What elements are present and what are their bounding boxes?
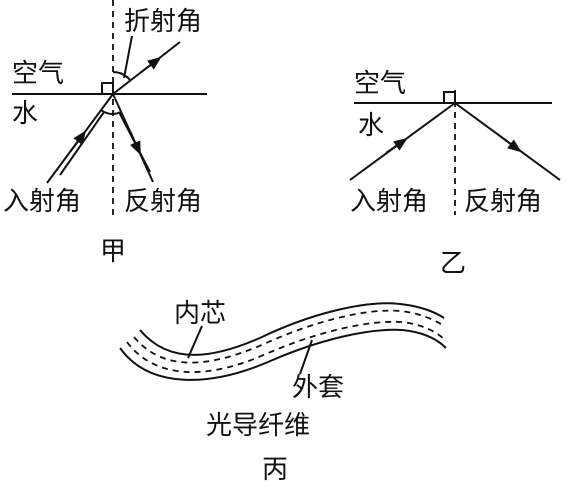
figure-b-air-label: 空气 bbox=[354, 69, 406, 99]
figure-a-caption: 甲 bbox=[100, 237, 126, 267]
figure-c: 内芯 外套 光导纤维 丙 bbox=[119, 299, 447, 485]
figure-c-core-top bbox=[133, 309, 445, 364]
figure-b-caption: 乙 bbox=[440, 249, 466, 279]
figure-a: 折射角 空气 水 入射角 反射角 甲 bbox=[3, 0, 207, 267]
figure-a-refraction-angle-arc bbox=[112, 70, 131, 81]
figure-c-core-label: 内芯 bbox=[174, 299, 226, 329]
figure-c-core-label-pointer bbox=[187, 325, 203, 359]
figure-c-cladding-outer-top bbox=[139, 302, 445, 356]
figure-a-air-label: 空气 bbox=[12, 59, 64, 89]
figure-a-incidence-label-pointer bbox=[59, 111, 105, 176]
figure-a-refracted-arrow bbox=[139, 56, 162, 74]
figure-b-incident-arrow bbox=[385, 138, 408, 154]
figure-a-incident-arrow bbox=[69, 130, 87, 153]
figure-a-incidence-angle-arc bbox=[100, 109, 114, 115]
figure-a-water-label: 水 bbox=[12, 99, 38, 129]
figure-c-cladding-label: 外套 bbox=[292, 373, 344, 403]
figure-b: 空气 水 入射角 反射角 乙 bbox=[349, 69, 561, 279]
figure-c-cladding-label-pointer bbox=[299, 339, 313, 375]
figure-a-reflection-angle-arc bbox=[112, 111, 122, 115]
figure-b-incidence-label: 入射角 bbox=[350, 187, 428, 217]
figure-a-right-angle-mark bbox=[101, 82, 114, 95]
figure-a-refraction-label-pointer bbox=[123, 35, 133, 79]
figure-b-right-angle-mark bbox=[443, 91, 456, 104]
figure-a-incidence-label: 入射角 bbox=[3, 187, 81, 217]
figure-b-reflection-label: 反射角 bbox=[464, 187, 542, 217]
figure-a-reflection-label: 反射角 bbox=[124, 187, 202, 217]
figure-c-cladding-outer-bottom bbox=[119, 328, 447, 381]
figure-b-reflected-arrow bbox=[499, 135, 522, 153]
figure-a-reflection-label-pointer bbox=[118, 111, 151, 173]
figure-b-water-label: 水 bbox=[358, 111, 384, 141]
figure-a-refraction-label: 折射角 bbox=[124, 7, 202, 37]
figure-c-caption: 丙 bbox=[262, 455, 288, 485]
figure-c-core-bottom bbox=[126, 320, 446, 373]
figure-c-fiber-label: 光导纤维 bbox=[206, 411, 310, 441]
